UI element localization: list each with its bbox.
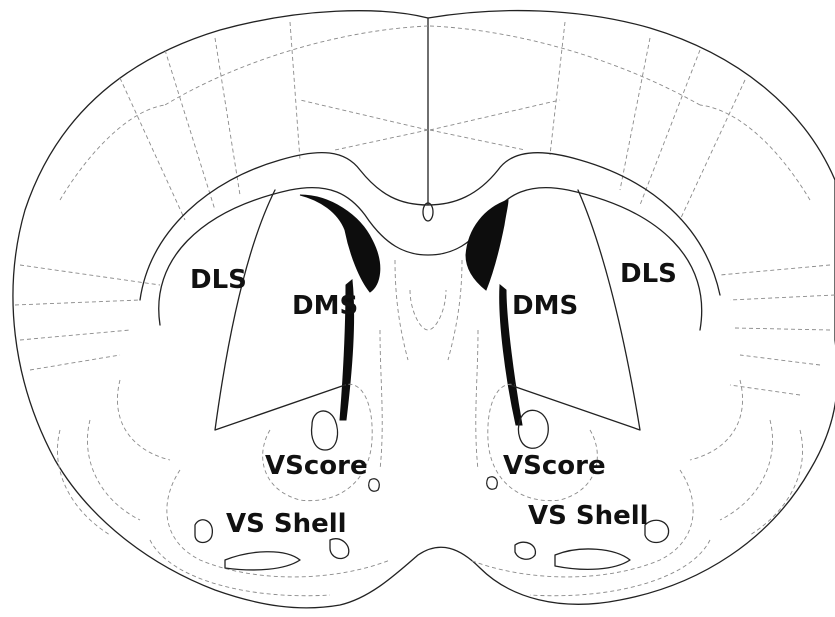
- label-dms-right: DMS: [512, 291, 578, 321]
- lateral-ventricle-left: [300, 195, 380, 292]
- lateral-ventricle-right: [466, 200, 508, 290]
- anterior-commissure-right: [518, 410, 548, 448]
- anterior-commissure-left: [312, 411, 338, 450]
- ventral-boundaries-left: [57, 260, 446, 596]
- midline-nucleus: [423, 203, 433, 221]
- label-vsshell-right: VS Shell: [528, 501, 649, 531]
- label-vscore-left: VScore: [265, 451, 368, 481]
- cortex-boundaries-left: [15, 22, 428, 370]
- label-vscore-right: VScore: [503, 451, 606, 481]
- brain-outline: [13, 11, 835, 608]
- label-dls-left: DLS: [190, 265, 247, 295]
- label-dms-left: DMS: [292, 291, 358, 321]
- label-vsshell-left: VS Shell: [226, 509, 347, 539]
- label-dls-right: DLS: [620, 259, 677, 289]
